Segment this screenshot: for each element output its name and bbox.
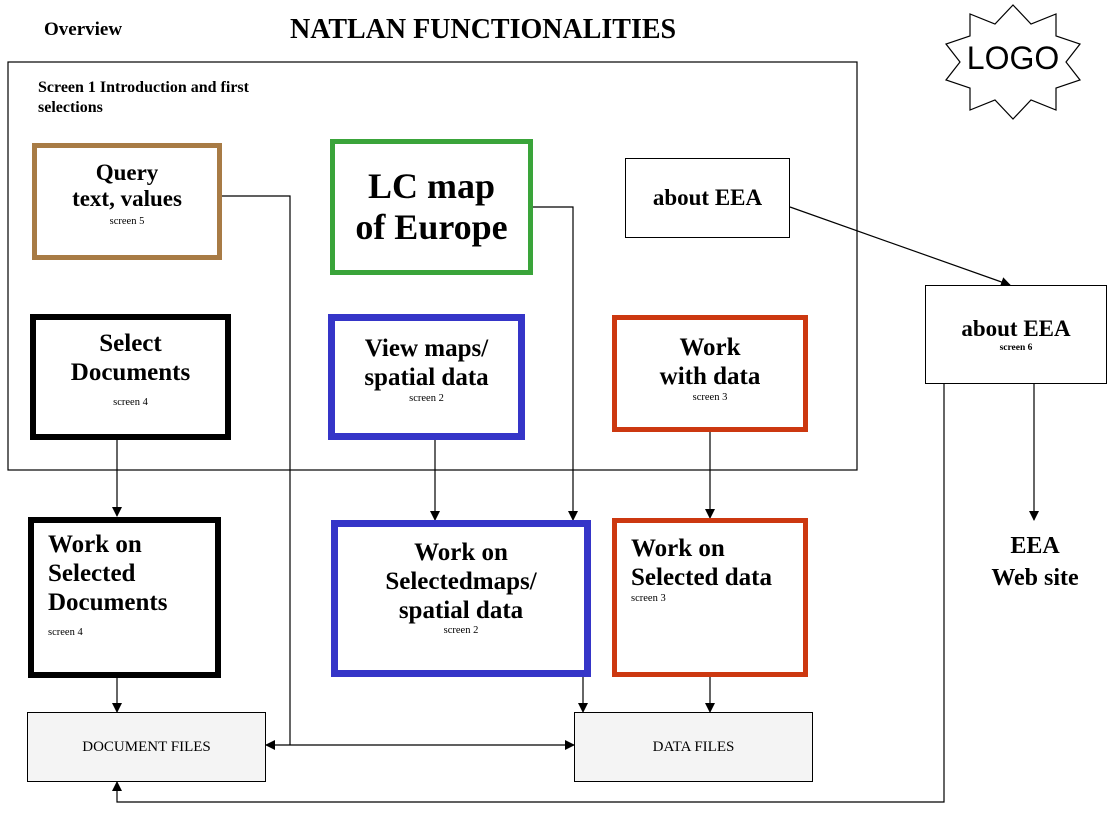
data-files-box[interactable]: DATA FILES: [574, 712, 813, 782]
view-maps-line1: View maps/: [364, 335, 489, 362]
work-data-line2: with data: [659, 362, 761, 390]
work-with-data-box[interactable]: Work with data screen 3: [612, 315, 808, 432]
work-docs-line2: Selected: [48, 559, 136, 587]
document-files-label: DOCUMENT FILES: [82, 738, 211, 755]
select-docs-line1: Select: [99, 330, 162, 357]
select-docs-line2: Documents: [70, 358, 191, 386]
lcmap-connector: [533, 206, 578, 521]
query-line1: Query: [95, 160, 159, 185]
work-sel-data-screen: screen 3: [631, 592, 666, 604]
view-maps-line2: spatial data: [364, 363, 489, 391]
logo-star: [945, 4, 1081, 120]
about-eea-right-label: about EEA: [961, 316, 1071, 342]
screen1-frame: [7, 61, 858, 471]
about-eea-right-screen: screen 6: [999, 342, 1033, 353]
lc-map-box[interactable]: LC map of Europe: [330, 139, 533, 275]
eea-website-label[interactable]: EEA Web site: [970, 530, 1100, 594]
select-documents-box[interactable]: Select Documents screen 4: [30, 314, 231, 440]
about-to-docfiles: [112, 384, 945, 803]
work-maps-line3: spatial data: [398, 596, 524, 624]
query-line2: text, values: [72, 186, 182, 212]
query-box[interactable]: Query text, values screen 5: [32, 143, 222, 260]
work-sel-data-line1: Work on: [631, 535, 725, 562]
work-data-line1: Work: [679, 334, 741, 361]
lc-map-line1: LC map: [367, 166, 496, 206]
eea-web-line2: Web site: [991, 565, 1079, 591]
query-connector: [222, 195, 291, 745]
view-maps-box[interactable]: View maps/ spatial data screen 2: [328, 314, 525, 440]
about-eea-label: about EEA: [652, 184, 763, 210]
about-connector: [789, 206, 1011, 287]
work-docs-line1: Work on: [48, 531, 142, 558]
page-title: NATLAN FUNCTIONALITIES: [290, 14, 677, 45]
work-maps-screen: screen 2: [443, 625, 479, 637]
work-data-screen: screen 3: [692, 391, 728, 403]
work-on-data-box[interactable]: Work on Selected data screen 3: [612, 518, 808, 677]
work-maps-line2: Selectedmaps/: [385, 567, 537, 595]
about-eea-right-box[interactable]: about EEA screen 6: [925, 285, 1107, 384]
lc-map-line2: of Europe: [355, 207, 508, 248]
work-docs-line3: Documents: [48, 588, 168, 616]
work-on-maps-box[interactable]: Work on Selectedmaps/ spatial data scree…: [331, 520, 591, 677]
overview-label: Overview: [44, 19, 123, 40]
query-screen: screen 5: [109, 215, 145, 227]
work-sel-data-line2: Selected data: [631, 563, 772, 591]
document-files-box[interactable]: DOCUMENT FILES: [27, 712, 266, 782]
work-on-documents-box[interactable]: Work on Selected Documents screen 4: [28, 517, 221, 678]
work-docs-screen: screen 4: [48, 627, 83, 639]
about-eea-box[interactable]: about EEA: [625, 158, 790, 238]
select-docs-screen: screen 4: [113, 396, 148, 408]
logo: LOGO: [966, 40, 1060, 76]
view-maps-screen: screen 2: [409, 392, 444, 404]
work-maps-line1: Work on: [414, 539, 508, 566]
data-files-label: DATA FILES: [652, 738, 735, 755]
eea-web-line1: EEA: [1010, 533, 1060, 559]
screen1-label: Screen 1 Introduction and first selectio…: [38, 79, 249, 116]
